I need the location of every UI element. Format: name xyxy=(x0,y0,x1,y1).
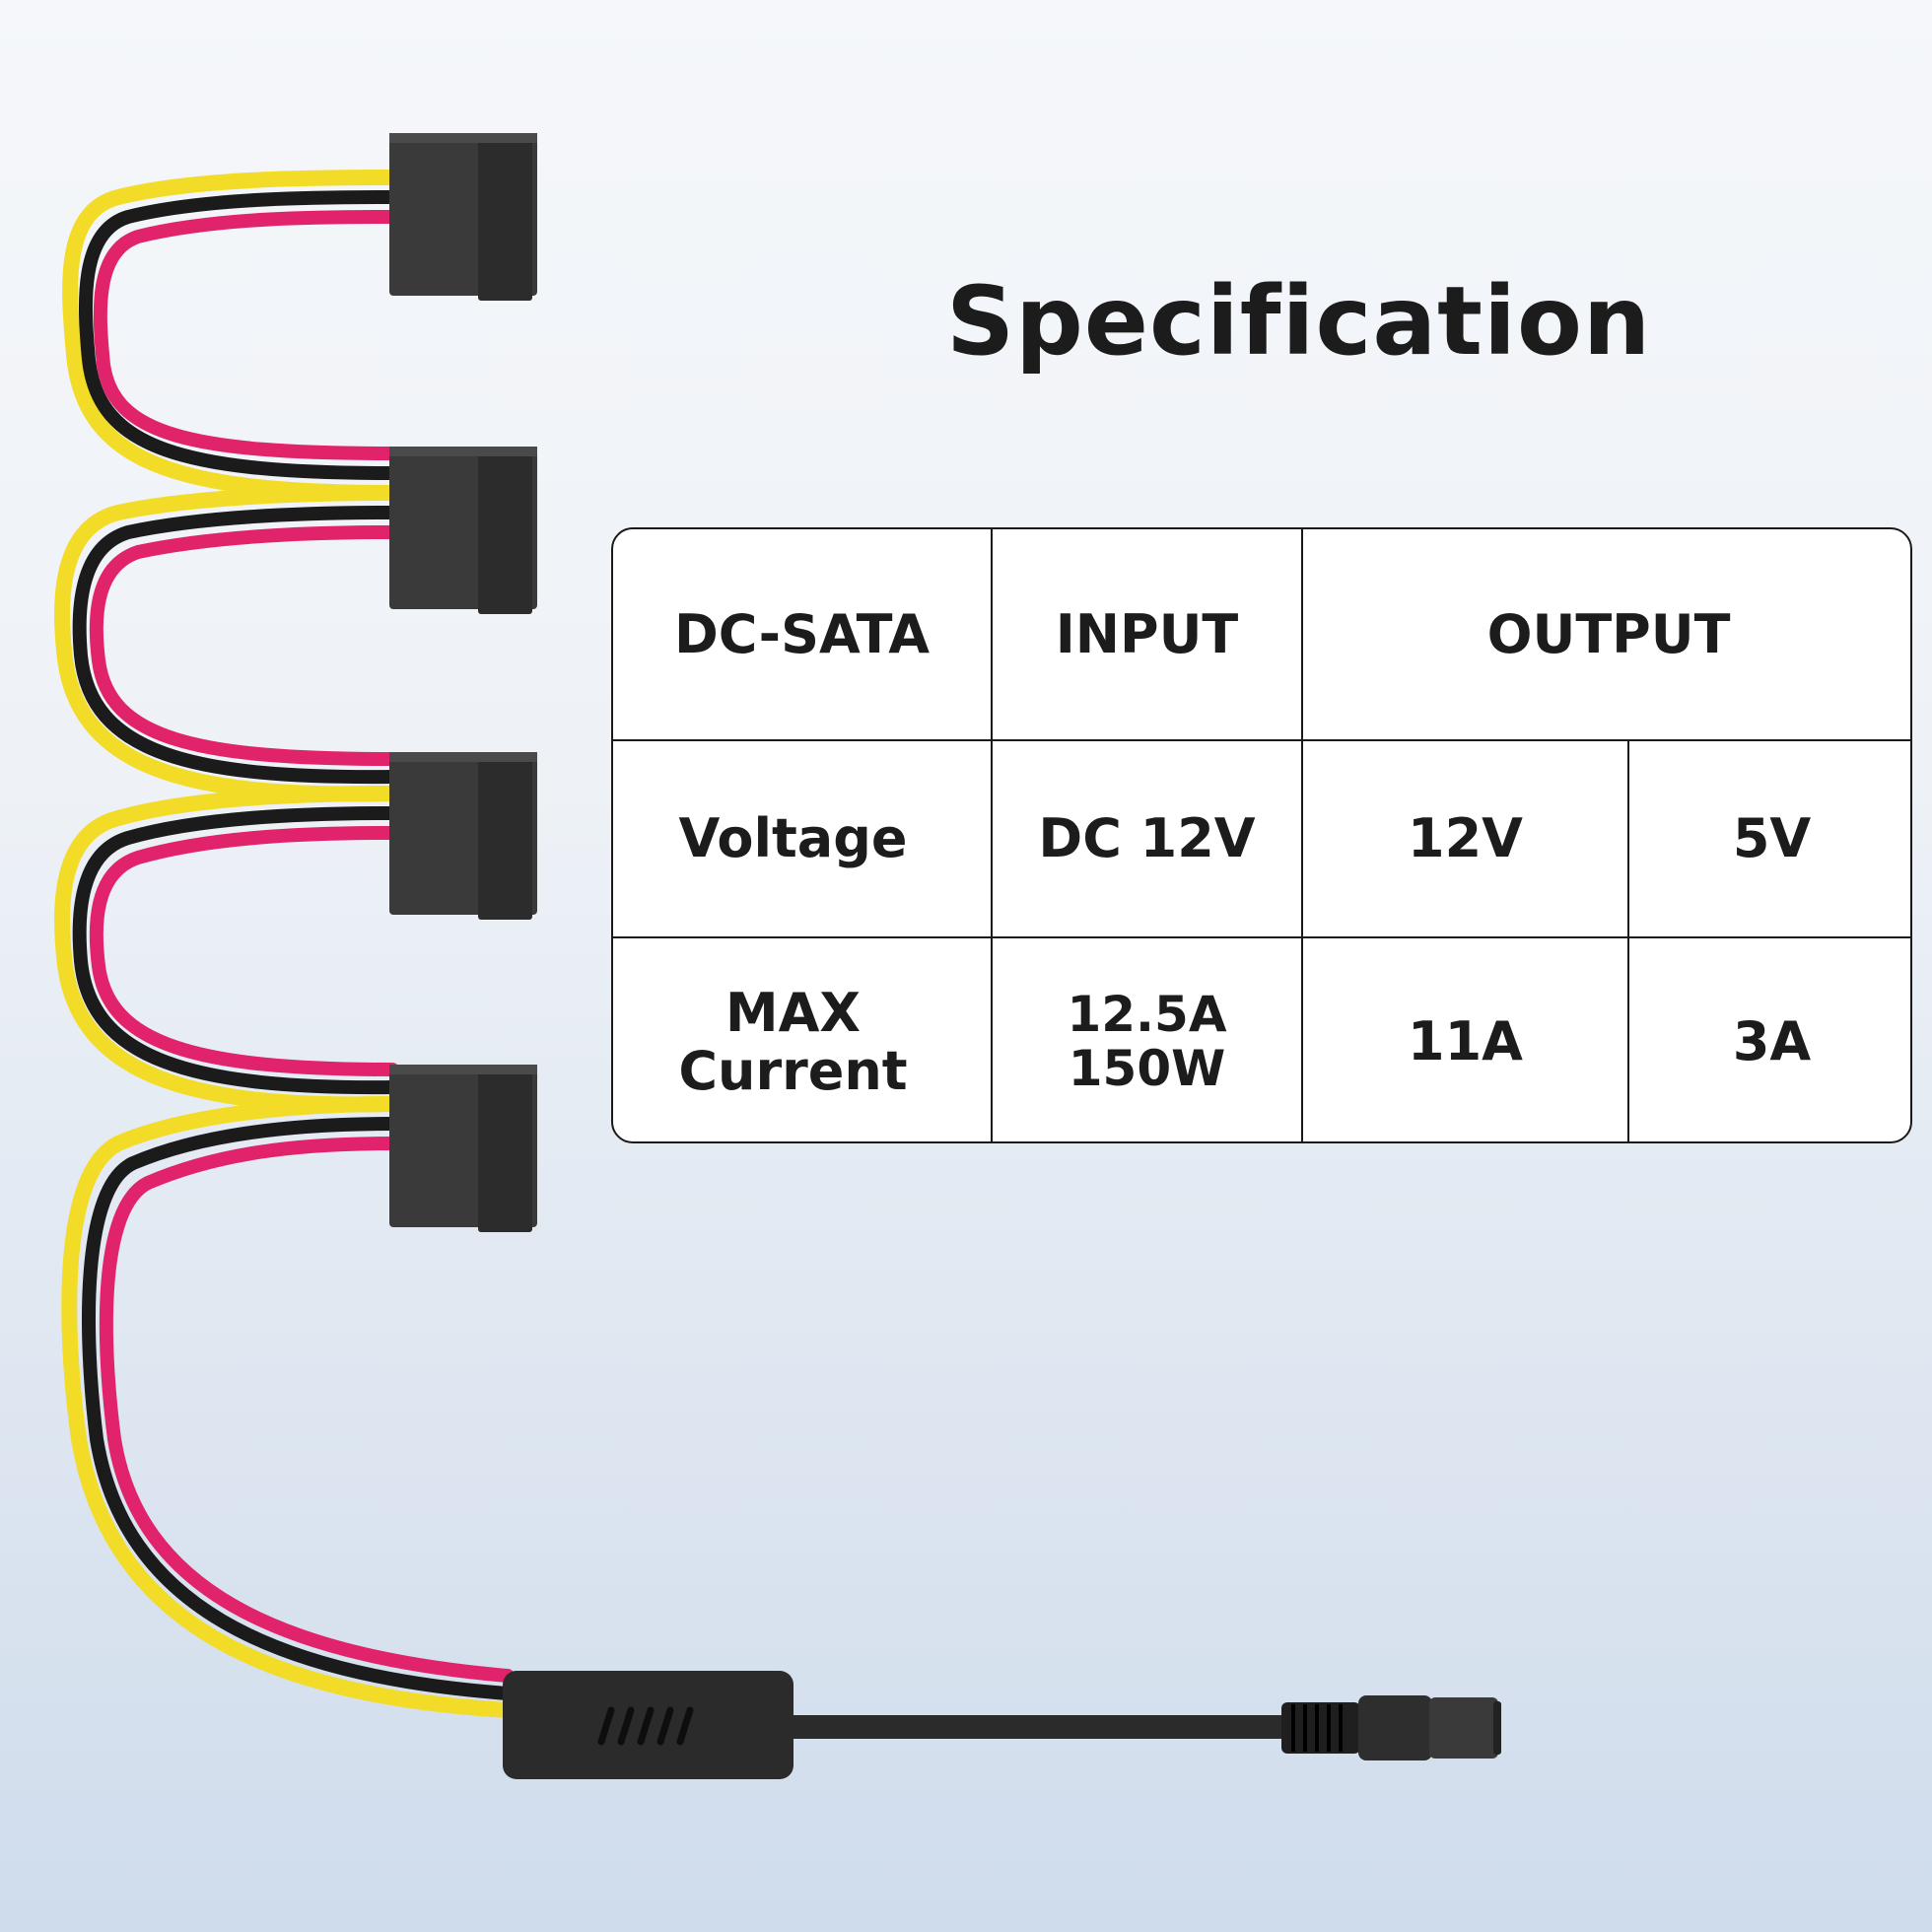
wire-black-1 xyxy=(78,190,399,480)
row-voltage-label: Voltage xyxy=(678,807,908,870)
row-voltage-output-12v: 12V xyxy=(1408,807,1523,870)
wire-yellow-1 xyxy=(62,170,400,501)
row-current-label-line2: Current xyxy=(678,1040,908,1102)
converter-box xyxy=(503,1671,794,1779)
wire-pink-3 xyxy=(89,826,399,1076)
sata-connector-2 xyxy=(389,447,537,614)
row-voltage-output-5v: 5V xyxy=(1732,807,1812,870)
dc-barrel-connector xyxy=(1281,1695,1501,1760)
wire-pink-4 xyxy=(99,1137,515,1683)
row-voltage-input: DC 12V xyxy=(1038,807,1256,870)
spec-table: DC-SATA INPUT OUTPUT Voltage DC 12V 12V … xyxy=(611,527,1912,1143)
row-current-label: MAX Current xyxy=(613,938,973,1141)
header-dc-sata: DC-SATA xyxy=(673,602,931,665)
sata-connector-3 xyxy=(389,752,537,920)
header-output: OUTPUT xyxy=(1486,602,1731,665)
col-divider-3 xyxy=(1627,739,1629,1141)
col-divider-1 xyxy=(991,529,993,1141)
sata-connector-4 xyxy=(389,1065,537,1232)
row-divider-2 xyxy=(613,936,1910,938)
wire-black-4 xyxy=(82,1117,515,1700)
sata-connector-1 xyxy=(389,133,537,301)
wire-black-3 xyxy=(72,806,399,1095)
header-input: INPUT xyxy=(1055,602,1239,665)
row-divider-1 xyxy=(613,739,1910,741)
wire-yellow-4 xyxy=(61,1096,516,1718)
wire-pink-2 xyxy=(89,525,399,766)
row-current-input: 12.5A 150W xyxy=(1067,986,1227,1097)
wire-black-2 xyxy=(72,506,399,785)
row-current-output-12v: 11A xyxy=(1408,1010,1523,1073)
row-current-label-line1: MAX xyxy=(724,981,862,1044)
col-divider-2 xyxy=(1301,529,1303,1141)
row-current-output-5v: 3A xyxy=(1732,1010,1812,1073)
wire-yellow-3 xyxy=(54,786,400,1113)
page-title: Specification xyxy=(946,266,1652,377)
wire-pink-1 xyxy=(93,210,399,460)
wire-yellow-2 xyxy=(54,485,400,802)
